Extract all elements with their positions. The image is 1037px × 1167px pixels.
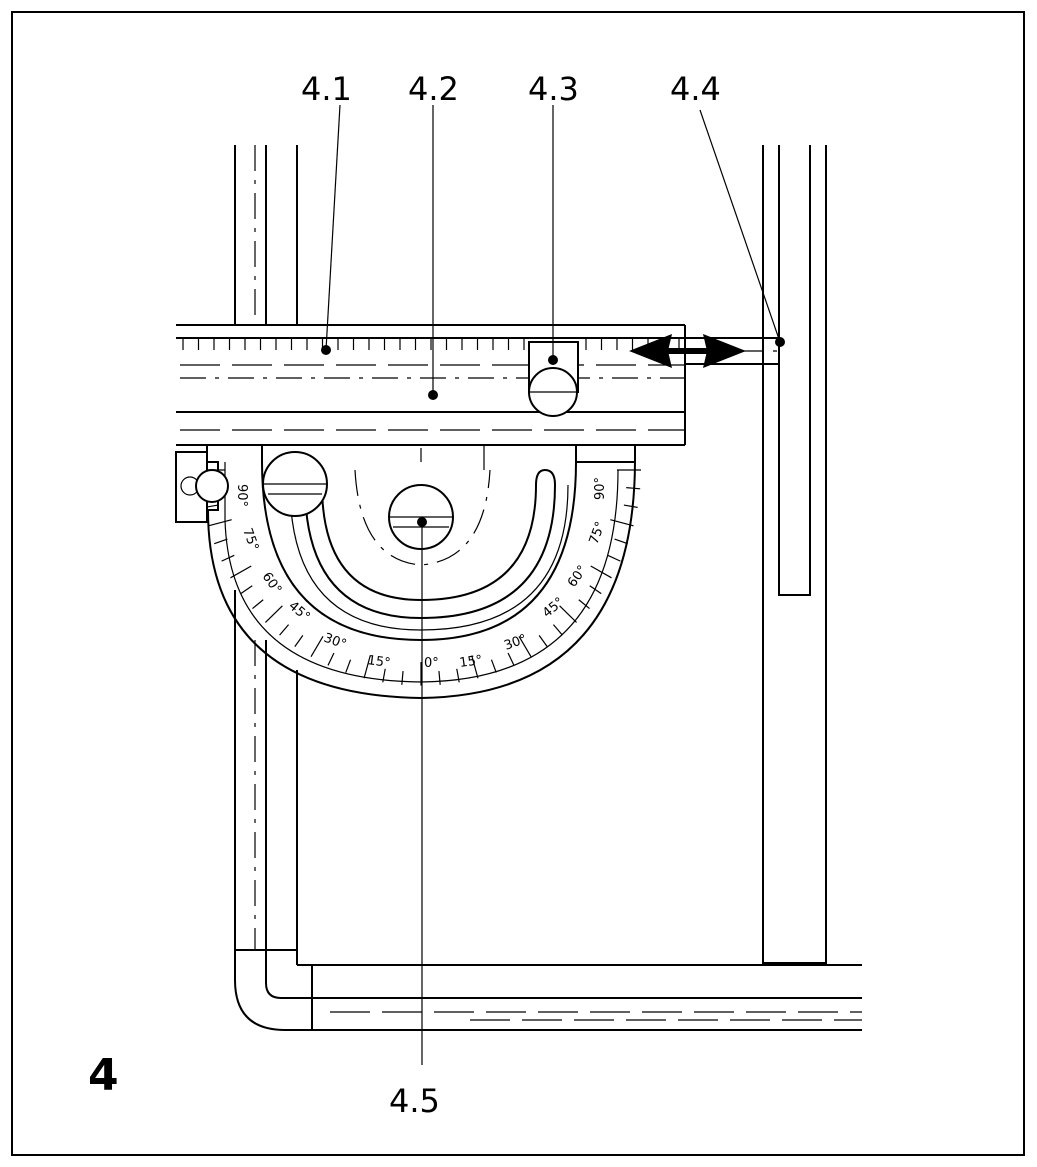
protractor-tick [610,519,634,527]
protractor-tick [623,504,638,509]
deg-left-75: 75° [239,526,261,553]
callout-dot-4.2 [428,390,438,400]
protractor-tick [208,519,232,527]
callouts [321,104,785,1065]
left-rail [234,145,298,965]
right-fence [762,145,827,965]
protractor-tick [507,652,515,666]
label-4-4: 4.4 [670,70,721,108]
protractor-tick [590,565,612,579]
protractor-tick [607,554,621,562]
deg-left-15: 15° [366,653,391,671]
protractor-tick [552,624,563,636]
protractor-tick [589,585,602,595]
protractor-tick [363,655,371,679]
callout-dot-4.1 [321,345,331,355]
protractor-tick [456,668,460,683]
deg-left-60: 60° [259,570,285,597]
miter-bar [176,324,780,446]
degree-scale-left: 90° 75° 60° 45° 30° 15° [234,484,391,671]
label-4-3: 4.3 [528,70,579,108]
protractor-tick [626,486,641,490]
protractor-tick [578,599,590,610]
deg-right-75: 75° [587,520,609,547]
label-4-5: 4.5 [389,1082,440,1120]
deg-right-15: 15° [458,653,483,671]
protractor-tick [345,659,352,673]
protractor-tick [310,636,324,658]
protractor-tick [518,636,532,658]
protractor-tick [252,599,264,610]
protractor-tick [382,668,386,683]
protractor-tick [438,671,441,685]
label-4-1: 4.1 [301,70,352,108]
degree-scale-right: 90° 75° 60° 45° 30° 15° [458,477,608,671]
protractor-tick [538,635,548,647]
protractor-tick [614,538,628,545]
protractor-tick [240,585,253,595]
deg-right-90: 90° [593,477,608,500]
protractor-tick [559,605,577,623]
protractor-tick [279,624,290,636]
label-4-2: 4.2 [408,70,459,108]
protractor-head [201,444,641,700]
scale-ticks [182,338,680,350]
figure-frame [11,11,1025,1156]
deg-left-90: 90° [234,484,249,507]
protractor-tick [401,671,404,685]
adjust-double-arrow [629,334,746,368]
deg-left-30: 30° [322,631,349,653]
deg-zero: 0° [424,656,439,671]
protractor-tick [265,605,283,623]
protractor-tick [490,659,497,673]
protractor-tick [294,635,304,647]
deg-right-60: 60° [565,563,591,590]
protractor-tick [214,538,228,545]
bottom-rail [234,949,862,1031]
protractor-tick [471,655,479,679]
left-bracket [175,451,229,523]
figure-number: 4 [88,1050,119,1101]
protractor-tick [327,652,335,666]
callout-dot-4.4 [775,337,785,347]
protractor-ticks [201,469,641,686]
deg-right-30: 30° [502,632,529,654]
protractor-tick [230,565,252,579]
protractor-tick [221,554,235,562]
deg-right-45: 45° [540,595,567,621]
callout-dot-4.5 [417,517,427,527]
callout-dot-4.3 [548,355,558,365]
